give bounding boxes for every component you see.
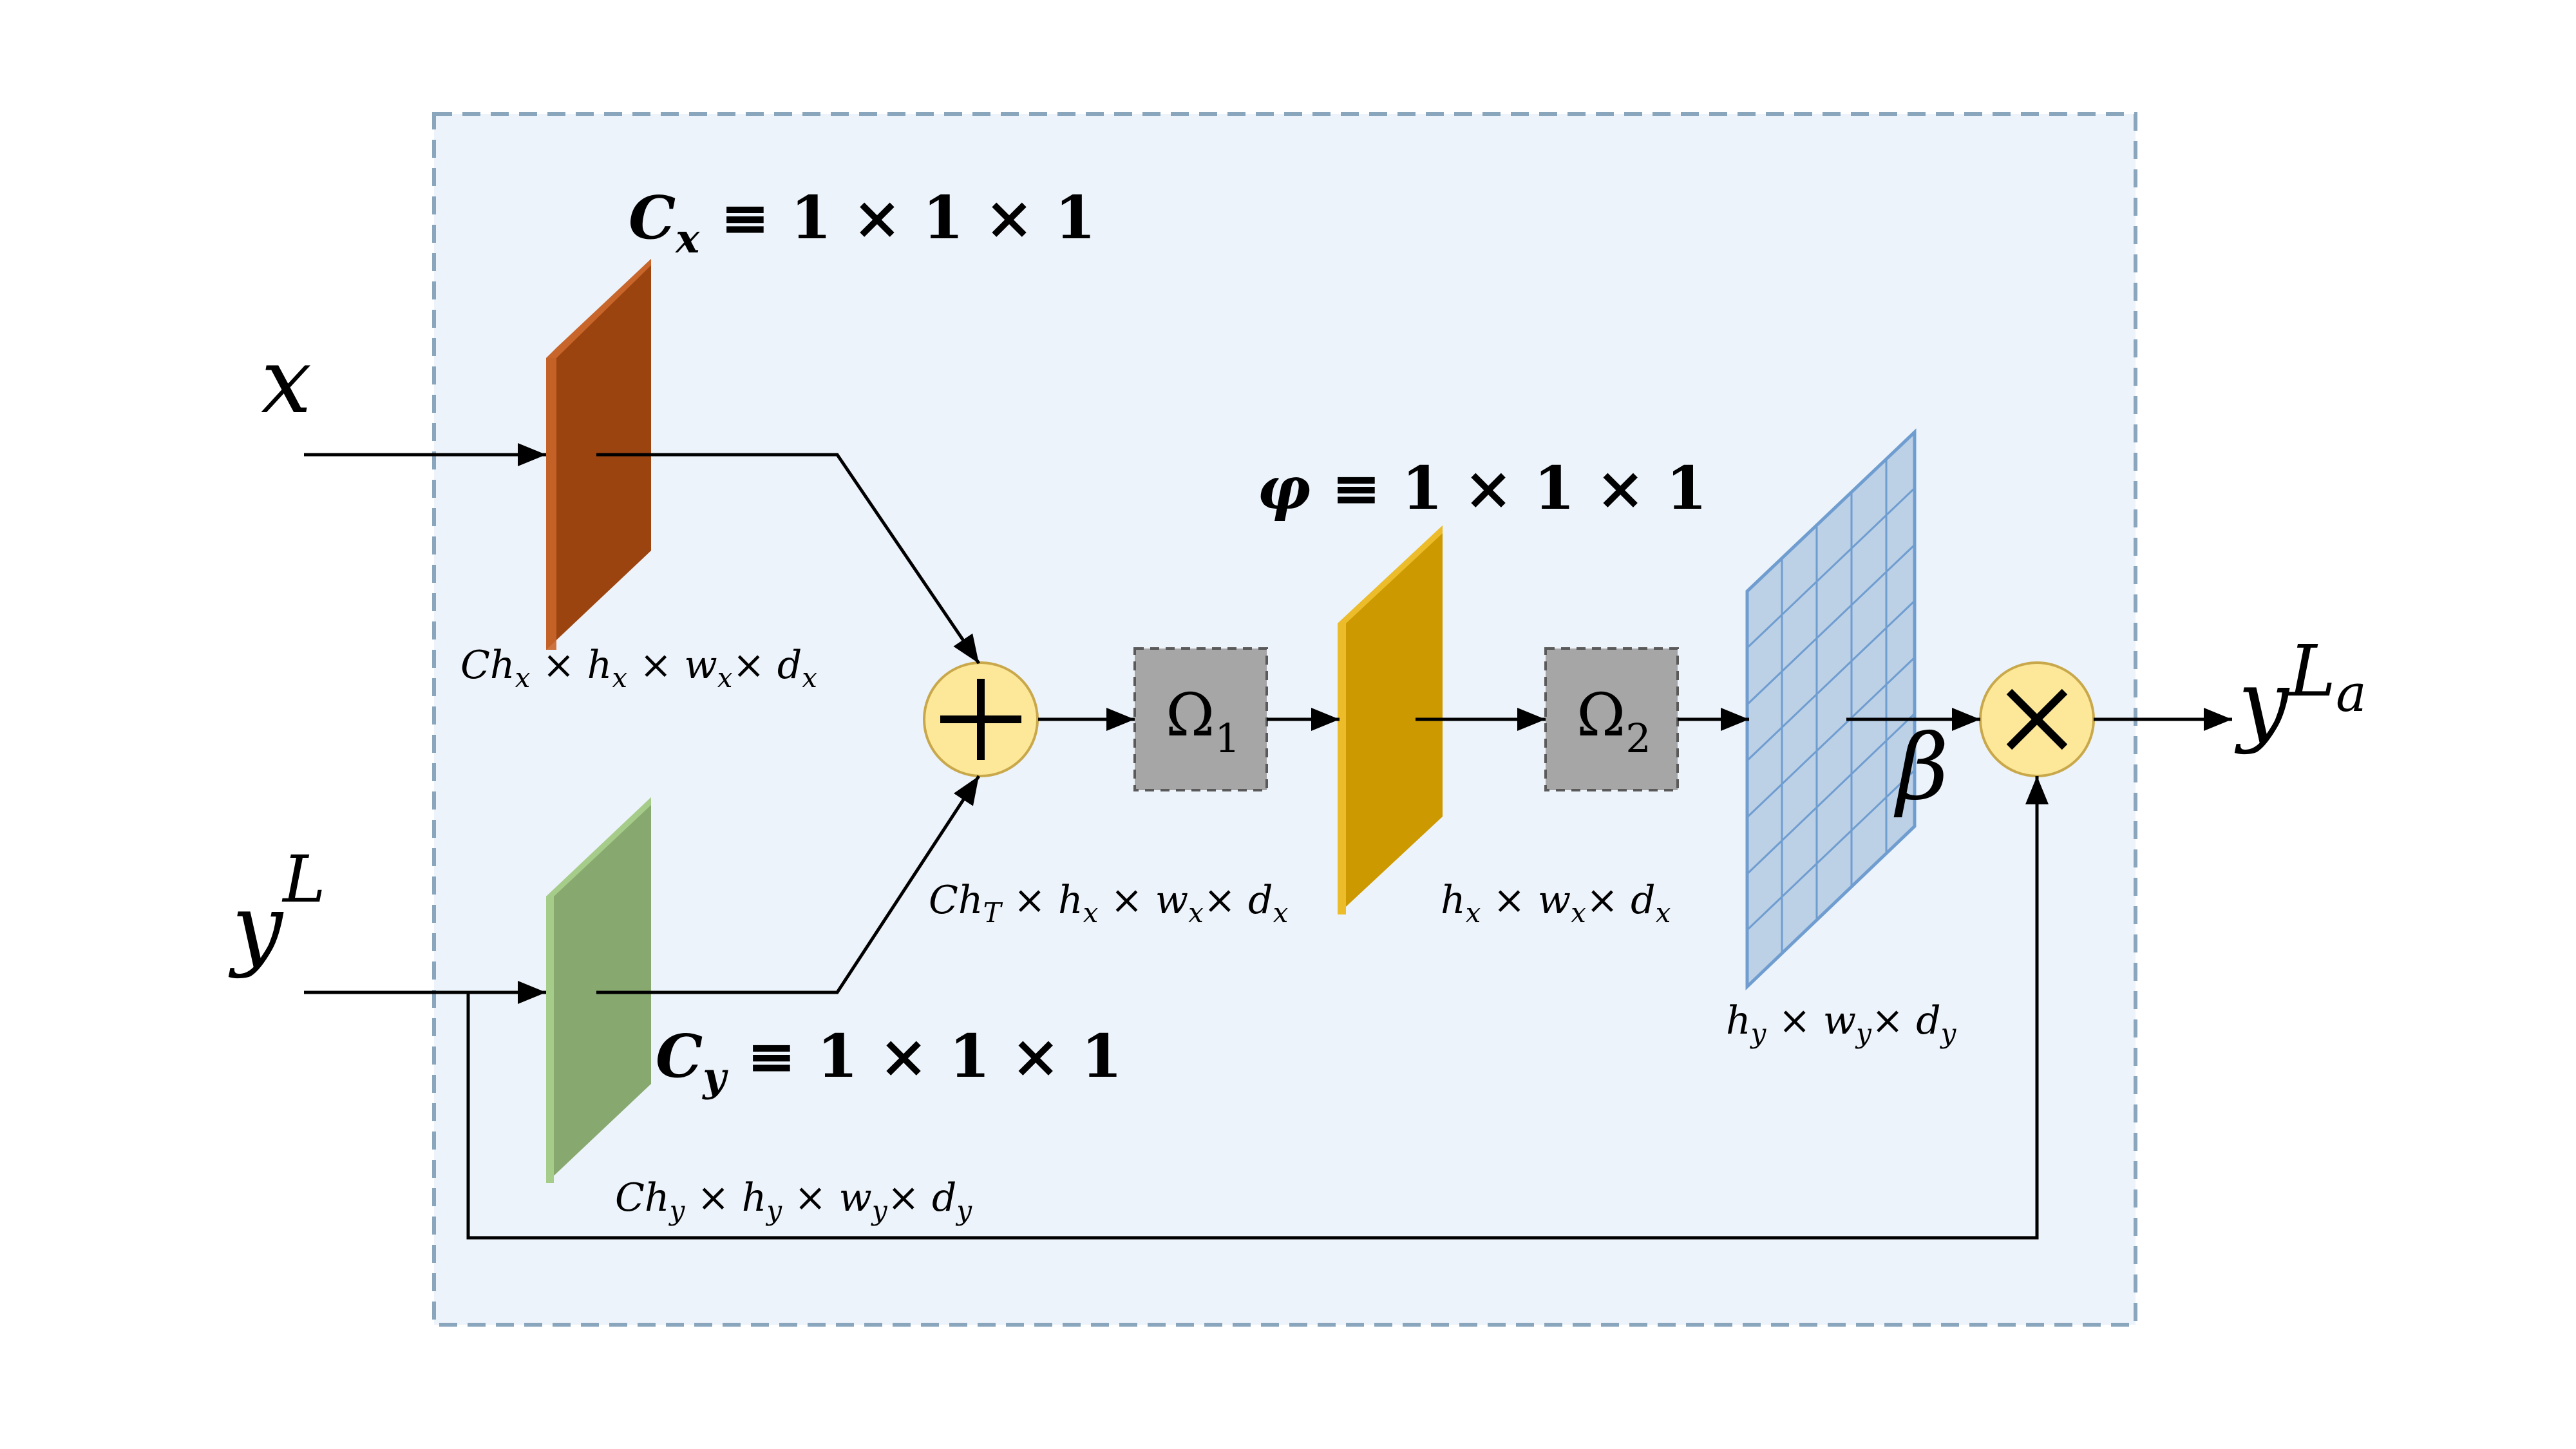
conv-phi-block (1338, 526, 1443, 914)
plus-icon (940, 679, 1021, 760)
output-label: yLa (2234, 630, 2367, 756)
beta-dim-label: hy × wy× dy (1726, 998, 1957, 1049)
y-dim-label: Chy × hy × wy× dy (615, 1175, 972, 1226)
omega1-label: Ω1 (1166, 681, 1240, 762)
connectors (304, 443, 2232, 1240)
beta-label: β (1893, 715, 1949, 820)
phi-label: φ ≡ 1 × 1 × 1 (1257, 453, 1707, 523)
x-dim-label: Chx × hx × wx× dx (460, 643, 817, 694)
conv-cy-block (546, 797, 651, 1183)
input-x-label: x (261, 329, 312, 434)
omega1-box (1133, 647, 1268, 791)
t-dim-label: ChT × hx × wx× dx (929, 878, 1289, 929)
cy-label: Cy ≡ 1 × 1 × 1 (656, 1021, 1122, 1101)
omega2-label: Ω2 (1577, 681, 1651, 762)
times-icon (2006, 688, 2068, 750)
input-yL-label: yL (228, 842, 326, 980)
phi-dim-label: hx × wx× dx (1441, 878, 1671, 929)
cx-label: Cx ≡ 1 × 1 × 1 (629, 183, 1096, 262)
attention-map-beta (1745, 428, 1917, 990)
